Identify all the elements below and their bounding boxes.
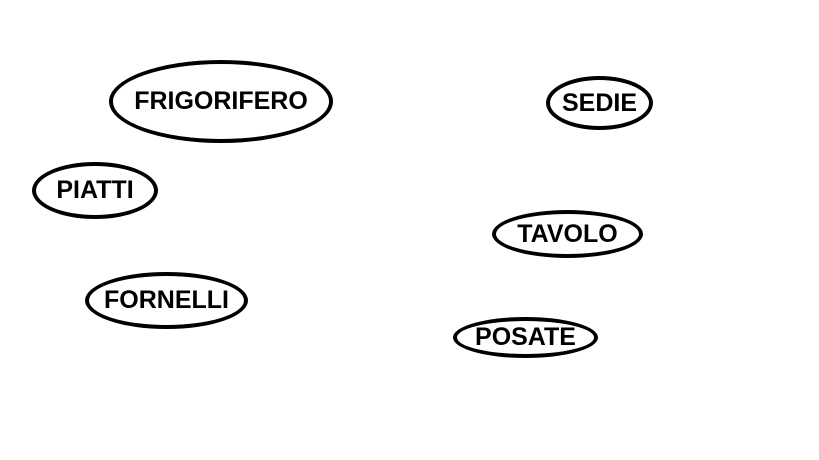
node-tavolo: TAVOLO bbox=[492, 210, 643, 258]
node-sedie: SEDIE bbox=[546, 76, 653, 130]
node-label-frigorifero: FRIGORIFERO bbox=[134, 87, 308, 115]
node-label-piatti: PIATTI bbox=[56, 176, 134, 204]
node-posate: POSATE bbox=[453, 317, 598, 358]
node-label-tavolo: TAVOLO bbox=[517, 219, 618, 248]
node-frigorifero: FRIGORIFERO bbox=[109, 60, 333, 143]
node-label-fornelli: FORNELLI bbox=[104, 286, 229, 314]
node-fornelli: FORNELLI bbox=[85, 272, 248, 329]
node-label-sedie: SEDIE bbox=[561, 88, 638, 117]
node-label-posate: POSATE bbox=[475, 323, 576, 351]
node-piatti: PIATTI bbox=[32, 162, 158, 219]
